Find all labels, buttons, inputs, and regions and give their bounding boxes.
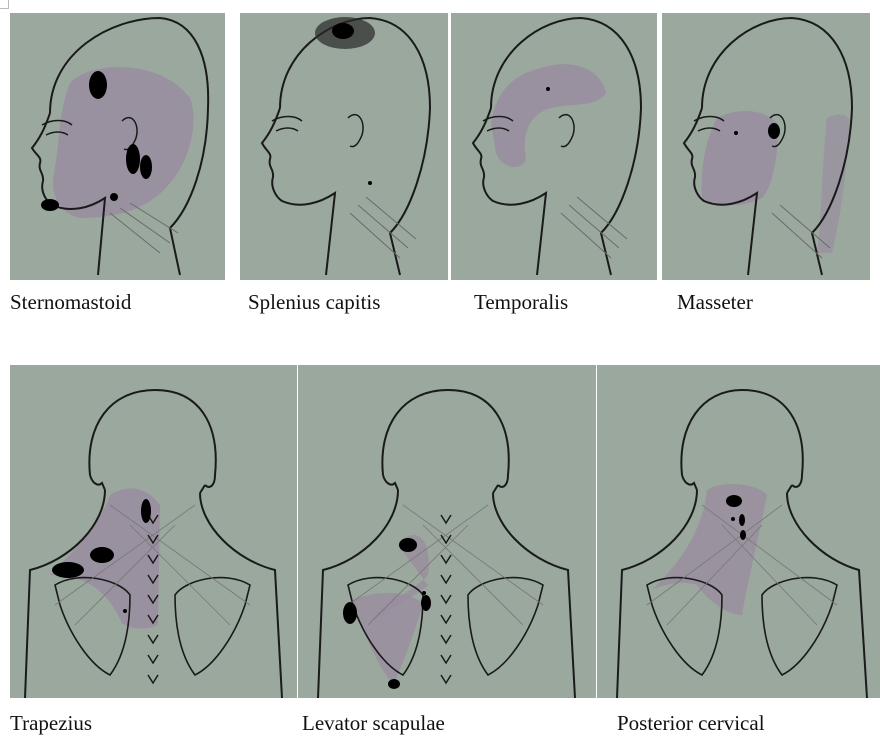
label-trapezius: Trapezius xyxy=(10,713,92,734)
panel-sternomastoid xyxy=(10,13,225,280)
label-temporalis: Temporalis xyxy=(474,292,568,313)
page-corner-mark xyxy=(0,0,9,9)
panel-posterior-cervical xyxy=(597,365,880,698)
label-posterior-cervical: Posterior cervical xyxy=(617,713,765,734)
label-levator-scapulae: Levator scapulae xyxy=(302,713,445,734)
label-masseter: Masseter xyxy=(677,292,753,313)
panel-trapezius xyxy=(10,365,297,698)
panel-splenius-capitis xyxy=(240,13,448,280)
back-illustration-levator-scapulae xyxy=(298,365,596,698)
panel-temporalis xyxy=(451,13,657,280)
label-splenius-capitis: Splenius capitis xyxy=(248,292,380,313)
head-side-illustration-masseter xyxy=(662,13,870,280)
head-side-illustration-temporalis xyxy=(451,13,657,280)
back-illustration-posterior-cervical xyxy=(597,365,880,698)
label-sternomastoid: Sternomastoid xyxy=(10,292,131,313)
head-side-illustration-sternomastoid xyxy=(10,13,225,280)
head-side-illustration-splenius-capitis xyxy=(240,13,448,280)
back-illustration-trapezius xyxy=(10,365,297,698)
panel-levator-scapulae xyxy=(298,365,596,698)
panel-masseter xyxy=(662,13,870,280)
